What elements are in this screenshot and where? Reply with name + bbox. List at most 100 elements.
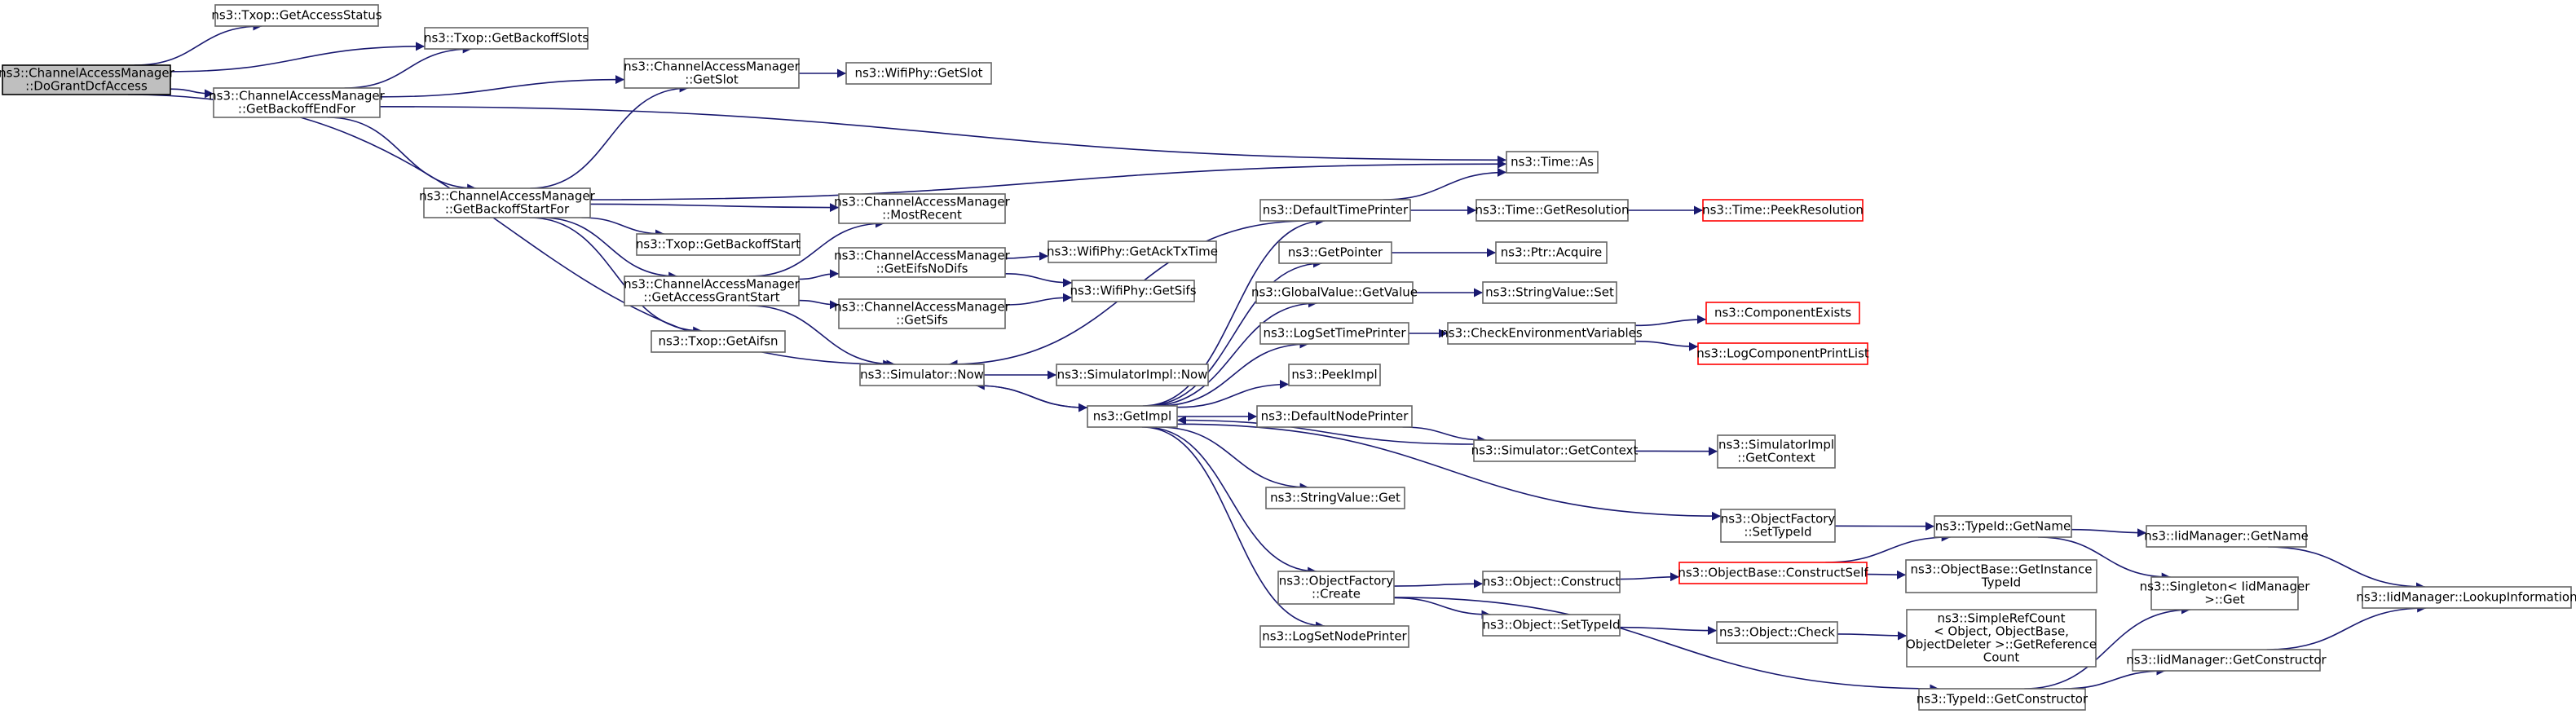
node-typeIdGetCtor[interactable]: ns3::TypeId::GetConstructor — [1917, 688, 2089, 711]
node-label: ns3::StringValue::Get — [1270, 491, 1400, 505]
node-label: ns3::WifiPhy::GetAckTxTime — [1047, 245, 1218, 259]
edge-typeIdGetName-to-iidGetName — [2071, 528, 2147, 538]
edge-getBackoffEndFor-to-timeAs — [379, 106, 1507, 165]
node-camGetSifs[interactable]: ns3::ChannelAccessManager::GetSifs — [834, 298, 1011, 329]
node-logCompPrint[interactable]: ns3::LogComponentPrintList — [1696, 342, 1869, 365]
edge-getImpl-to-logSetNode — [1141, 426, 1325, 631]
edge-objCheck-to-srcGetRef — [1837, 631, 1908, 641]
node-objConstruct[interactable]: ns3::Object::Construct — [1482, 571, 1621, 593]
node-label: ns3::Time::As — [1511, 155, 1594, 170]
node-txopAifsn[interactable]: ns3::Txop::GetAifsn — [651, 330, 786, 353]
edge-getImpl-to-ofSetTypeId — [1176, 423, 1722, 521]
node-srcGetRef[interactable]: ns3::SimpleRefCount< Object, ObjectBase,… — [1906, 609, 2097, 668]
node-ofCreate[interactable]: ns3::ObjectFactory::Create — [1277, 571, 1395, 605]
node-logSetNode[interactable]: ns3::LogSetNodePrinter — [1259, 625, 1409, 648]
edge-camGetSifs-to-wifiSifs — [1004, 293, 1073, 306]
node-ptrAcquire[interactable]: ns3::Ptr::Acquire — [1495, 241, 1608, 264]
node-getEifsNoDifs[interactable]: ns3::ChannelAccessManager::GetEifsNoDifs — [834, 247, 1011, 278]
node-label: ns3::Ptr::Acquire — [1501, 245, 1602, 260]
node-box — [213, 87, 381, 118]
node-camGetSlot[interactable]: ns3::ChannelAccessManager::GetSlot — [624, 58, 801, 89]
node-box — [1473, 439, 1636, 462]
node-logSetTime[interactable]: ns3::LogSetTimePrinter — [1259, 322, 1409, 345]
node-checkEnv[interactable]: ns3::CheckEnvironmentVariables — [1440, 322, 1643, 345]
node-label: ns3::GetPointer — [1288, 245, 1383, 260]
node-getBackoffEndFor[interactable]: ns3::ChannelAccessManager::GetBackoffEnd… — [209, 87, 386, 118]
node-label: ns3::ChannelAccessManager — [834, 300, 1010, 315]
node-box — [838, 193, 1006, 224]
node-label: ns3::ObjectBase::GetInstance — [1911, 562, 2093, 577]
node-label: ns3::LogSetTimePrinter — [1263, 326, 1406, 341]
node-box — [636, 233, 801, 256]
node-peekImpl[interactable]: ns3::PeekImpl — [1288, 364, 1381, 386]
node-label: ns3::Singleton< IidManager — [2140, 580, 2311, 594]
node-box — [1702, 199, 1864, 222]
node-simImplNow[interactable]: ns3::SimulatorImpl::Now — [1056, 364, 1209, 386]
edge-defNodePrinter-to-simGetContext — [1402, 426, 1487, 445]
node-label: ns3::TypeId::GetName — [1935, 519, 2071, 534]
node-gvGetValue[interactable]: ns3::GlobalValue::GetValue — [1251, 281, 1418, 304]
node-label: ns3::Txop::GetBackoffSlots — [424, 31, 589, 46]
node-singletonGet[interactable]: ns3::Singleton< IidManager >::Get — [2140, 576, 2311, 610]
node-ofSetTypeId[interactable]: ns3::ObjectFactory::SetTypeId — [1720, 509, 1836, 543]
node-wifiAckTx[interactable]: ns3::WifiPhy::GetAckTxTime — [1047, 240, 1218, 263]
node-txopAccessStatus[interactable]: ns3::Txop::GetAccessStatus — [211, 4, 382, 27]
node-getBackoffStartFor[interactable]: ns3::ChannelAccessManager::GetBackoffSta… — [419, 187, 596, 218]
node-svGet[interactable]: ns3::StringValue::Get — [1265, 487, 1405, 509]
node-wifiGetSlot[interactable]: ns3::WifiPhy::GetSlot — [845, 62, 992, 85]
node-box — [859, 364, 985, 386]
node-getImpl[interactable]: ns3::GetImpl — [1087, 405, 1178, 428]
node-label: ns3::Txop::GetAccessStatus — [211, 8, 382, 23]
node-simImplGetContext[interactable]: ns3::SimulatorImpl::GetContext — [1717, 434, 1836, 469]
node-timeGetRes[interactable]: ns3::Time::GetResolution — [1475, 199, 1630, 222]
node-timeAs[interactable]: ns3::Time::As — [1506, 151, 1599, 174]
node-objCheck[interactable]: ns3::Object::Check — [1716, 621, 1838, 644]
node-simGetContext[interactable]: ns3::Simulator::GetContext — [1471, 439, 1639, 462]
node-label: ns3::DefaultTimePrinter — [1263, 203, 1409, 218]
node-obConstructSelf[interactable]: ns3::ObjectBase::ConstructSelf — [1678, 562, 1868, 584]
edge-doGrant-to-txopBackoffSlots — [170, 42, 426, 73]
node-txopBackoffStart[interactable]: ns3::Txop::GetBackoffStart — [636, 233, 801, 256]
node-box — [424, 27, 589, 50]
edge-getEifsNoDifs-to-wifiSifs — [1004, 273, 1073, 288]
node-defTimePrinter[interactable]: ns3::DefaultTimePrinter — [1259, 199, 1411, 222]
node-label: ns3::Object::Check — [1719, 625, 1835, 640]
node-iidLookup[interactable]: ns3::IidManager::LookupInformation — [2356, 586, 2576, 609]
edge-getBackoffStartFor-to-txopAifsn — [529, 217, 703, 336]
node-box — [1482, 571, 1621, 593]
node-svSet[interactable]: ns3::StringValue::Set — [1482, 281, 1617, 304]
node-label: ns3::ChannelAccessManager — [419, 189, 595, 204]
node-iidGetName[interactable]: ns3::IidManager::GetName — [2144, 525, 2309, 548]
edge-getBackoffEndFor-to-getBackoffStartFor — [327, 117, 477, 193]
node-box — [1071, 280, 1195, 302]
node-box — [838, 298, 1006, 329]
node-label: ns3::Time::GetResolution — [1475, 203, 1630, 218]
node-objSetTypeId[interactable]: ns3::Object::SetTypeId — [1482, 614, 1621, 637]
node-iidGetCtor[interactable]: ns3::IidManager::GetConstructor — [2126, 649, 2327, 672]
node-box — [1475, 199, 1629, 222]
node-label: ::GetEifsNoDifs — [876, 262, 968, 276]
node-box — [1087, 405, 1178, 428]
node-label: ns3::LogComponentPrintList — [1696, 346, 1869, 361]
node-box — [1256, 405, 1413, 428]
node-typeIdGetName[interactable]: ns3::TypeId::GetName — [1934, 515, 2072, 538]
edge-getBackoffStartFor-to-getAccessGrantStart — [540, 217, 678, 281]
node-doGrant[interactable]: ns3::ChannelAccessManager::DoGrantDcfAcc… — [0, 64, 175, 95]
node-box — [1918, 688, 2086, 711]
node-label: ns3::ChannelAccessManager — [834, 195, 1010, 209]
node-mostRecent[interactable]: ns3::ChannelAccessManager::MostRecent — [834, 193, 1011, 224]
node-txopBackoffSlots[interactable]: ns3::Txop::GetBackoffSlots — [424, 27, 589, 50]
node-getPointer[interactable]: ns3::GetPointer — [1278, 241, 1392, 264]
node-getAccessGrantStart[interactable]: ns3::ChannelAccessManager::GetAccessGran… — [624, 275, 801, 306]
node-box — [214, 4, 379, 27]
node-wifiSifs[interactable]: ns3::WifiPhy::GetSifs — [1070, 280, 1197, 302]
node-defNodePrinter[interactable]: ns3::DefaultNodePrinter — [1256, 405, 1413, 428]
node-label: ns3::ObjectBase::ConstructSelf — [1678, 566, 1868, 580]
edge-typeIdGetCtor-to-iidGetCtor — [2062, 666, 2166, 690]
node-compExists[interactable]: ns3::ComponentExists — [1705, 302, 1860, 324]
node-simNow[interactable]: ns3::Simulator::Now — [859, 364, 985, 386]
node-box — [624, 275, 800, 306]
node-label: ns3::ObjectFactory — [1721, 512, 1836, 527]
node-timePeekRes[interactable]: ns3::Time::PeekResolution — [1702, 199, 1864, 222]
